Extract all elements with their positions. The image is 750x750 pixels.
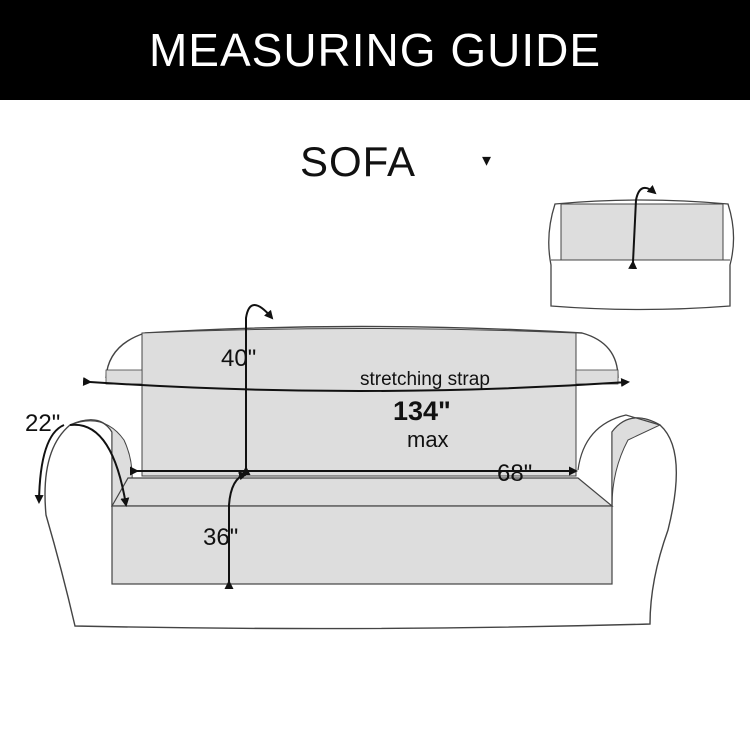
back-height-arrow: [241, 304, 274, 475]
seat-top: [110, 477, 614, 507]
seat-cushion: [111, 505, 613, 585]
strap-label: stretching strap: [360, 369, 490, 390]
strap-arrow: [82, 377, 630, 392]
max-label: max: [407, 427, 449, 452]
arm-height-arrow-right: [69, 423, 130, 507]
right-strap-band: [575, 369, 619, 385]
guide-title: MEASURING GUIDE: [148, 24, 602, 76]
back-cover-panel: [141, 328, 577, 477]
sofa-title: SOFA: [300, 138, 417, 185]
arm-height-arrow-left: [34, 424, 65, 504]
back-height-label: 40": [221, 345, 257, 372]
total-length-label: 134": [393, 396, 451, 426]
seat-depth-arrow: [224, 471, 248, 589]
measure-arrows: [34, 304, 630, 589]
seat-depth-label: 36": [203, 524, 239, 551]
left-strap-band: [105, 369, 143, 385]
arm-height-label: 22": [25, 410, 61, 437]
inset-tuck-arrow: [628, 185, 657, 270]
header-banner: MEASURING GUIDE: [0, 0, 750, 100]
right-arm-top: [577, 414, 661, 471]
inset-sofa: [548, 185, 735, 311]
seat-width-label: 68": [497, 460, 533, 487]
inset-cover-panel: [560, 203, 724, 261]
chevron-down-icon: ▾: [482, 150, 492, 170]
